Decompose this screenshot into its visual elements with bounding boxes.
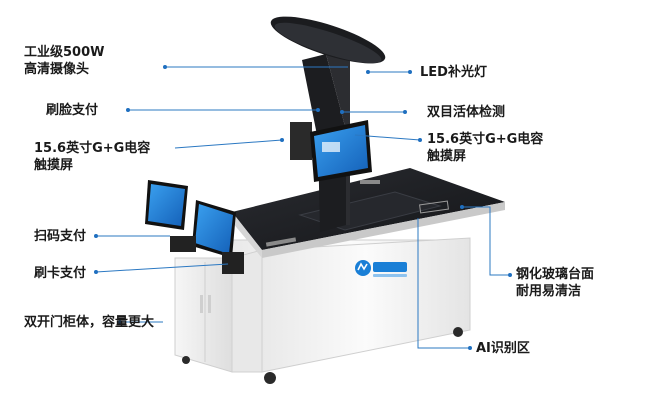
- callout-liveness: 双目活体检测: [427, 105, 506, 120]
- callout-scan-pay: 扫码支付: [34, 229, 87, 244]
- scanner-box: [170, 236, 196, 252]
- callout-screen-left: 15.6英寸G+G电容 触摸屏: [34, 141, 151, 173]
- callout-dots: [94, 65, 512, 350]
- callout-glass-top: 钢化玻璃台面 耐用易清洁: [516, 267, 595, 299]
- callout-face-pay: 刷脸支付: [46, 103, 99, 118]
- wheel: [453, 327, 463, 337]
- touch-screen-left-1: [145, 180, 188, 230]
- callout-camera: 工业级500W 高清摄像头: [24, 45, 105, 77]
- card-reader: [222, 252, 244, 274]
- face-pay-module: [290, 122, 312, 160]
- callout-cabinet: 双开门柜体，容量更大: [24, 315, 155, 330]
- touch-screen-left-2: [192, 200, 236, 258]
- callout-led-light: LED补光灯: [420, 65, 487, 80]
- wheel: [182, 356, 190, 364]
- callout-lines: [95, 66, 510, 349]
- wheel: [264, 372, 276, 384]
- callout-ai-zone: AI识别区: [476, 341, 530, 356]
- callout-screen-right: 15.6英寸G+G电容 触摸屏: [427, 132, 544, 164]
- brand-logo: [355, 260, 407, 277]
- led-lamp: [270, 16, 386, 64]
- cabinet: [174, 237, 471, 384]
- callout-card-pay: 刷卡支付: [34, 266, 87, 281]
